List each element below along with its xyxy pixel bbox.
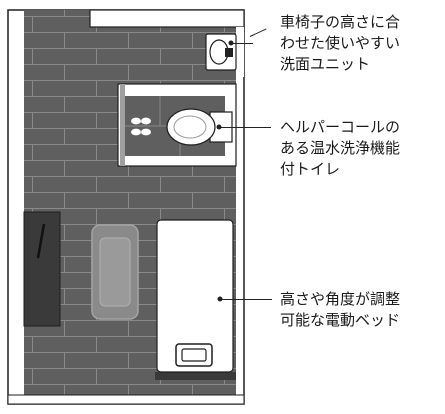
toilet-leader-line (219, 127, 271, 128)
sink-label: 車椅子の高さに合 わせた使いやすい 洗面ユニット (280, 13, 401, 73)
bed-icon (155, 219, 236, 380)
slippers-icon (131, 117, 151, 136)
bed-leader-line (220, 299, 272, 300)
sofa-icon (91, 224, 139, 320)
bottom-wall (7, 394, 245, 405)
sink-leader-line (231, 43, 253, 44)
toilet-label: ヘルパーコールの ある温水洗浄機能 付トイレ (280, 118, 401, 178)
cabinet-icon (23, 211, 61, 327)
bed-label: 高さや角度が調整 可能な電動ベッド (280, 290, 401, 329)
sink-icon (205, 33, 237, 71)
toilet-icon (166, 108, 233, 146)
wall-notch (89, 9, 245, 28)
sink-room-wall (236, 27, 244, 77)
